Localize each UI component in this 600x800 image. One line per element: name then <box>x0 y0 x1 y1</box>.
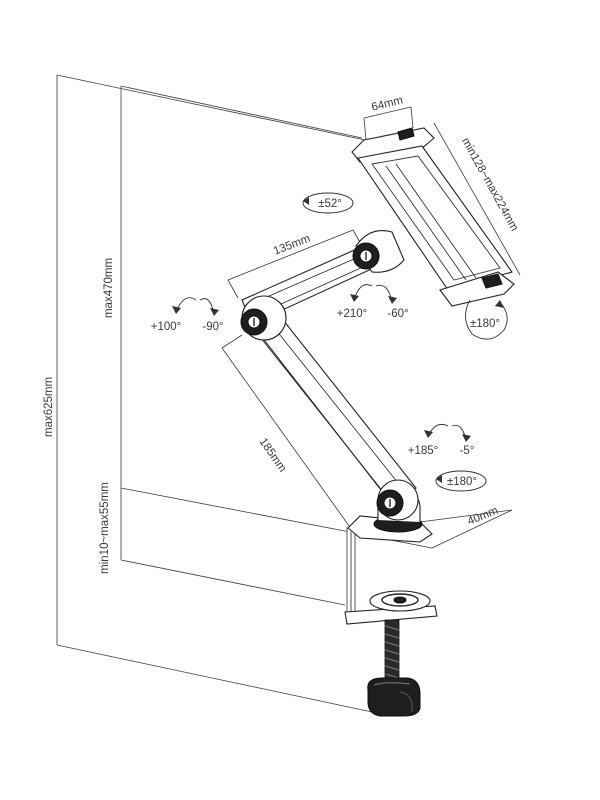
elbow-left-label: +100° <box>151 321 182 333</box>
overall-height-dimension: max625mm <box>43 74 373 713</box>
upper-joint-left-label: +210° <box>337 308 368 320</box>
clamp-range-label: min10~max55mm <box>99 482 111 574</box>
base-width-label: 40mm <box>466 505 500 528</box>
holder-rotate-label: ±180° <box>470 318 500 330</box>
elbow-rotation-indicator: +100° -90° <box>151 297 224 333</box>
elbow-joint <box>240 295 287 341</box>
head-tilt-indicator: ±52° <box>302 192 354 214</box>
overall-height-label: max625mm <box>43 377 55 437</box>
base-rotation-indicator: +185° -5° <box>408 423 475 457</box>
clamp-screw <box>384 619 400 683</box>
upper-arm-label: 135mm <box>272 233 312 258</box>
clamp-width-label: 64mm <box>370 94 404 113</box>
upper-joint-right-label: -60° <box>387 308 408 320</box>
base-right-label: -5° <box>460 445 475 457</box>
base-rotate-label: ±180° <box>447 476 477 488</box>
head-joint <box>352 230 405 273</box>
base-joint <box>376 479 419 521</box>
arm-height-dimension: max470mm <box>103 85 363 606</box>
upper-joint-rotation-indicator: +210° -60° <box>337 284 409 320</box>
holder-rotation-indicator: ±180° <box>465 299 508 340</box>
clamp-knob <box>367 677 421 717</box>
tablet-holder <box>351 127 515 307</box>
arm-height-label: max470mm <box>103 258 115 318</box>
base-left-label: +185° <box>408 445 439 457</box>
lower-arm-label: 185mm <box>257 436 289 474</box>
desk-clamp <box>344 527 438 717</box>
clamp-range-dimension: min10~max55mm <box>99 482 351 574</box>
base-turn-indicator: ±180° <box>435 470 487 492</box>
head-tilt-label: ±52° <box>318 198 342 210</box>
elbow-right-label: -90° <box>202 321 223 333</box>
